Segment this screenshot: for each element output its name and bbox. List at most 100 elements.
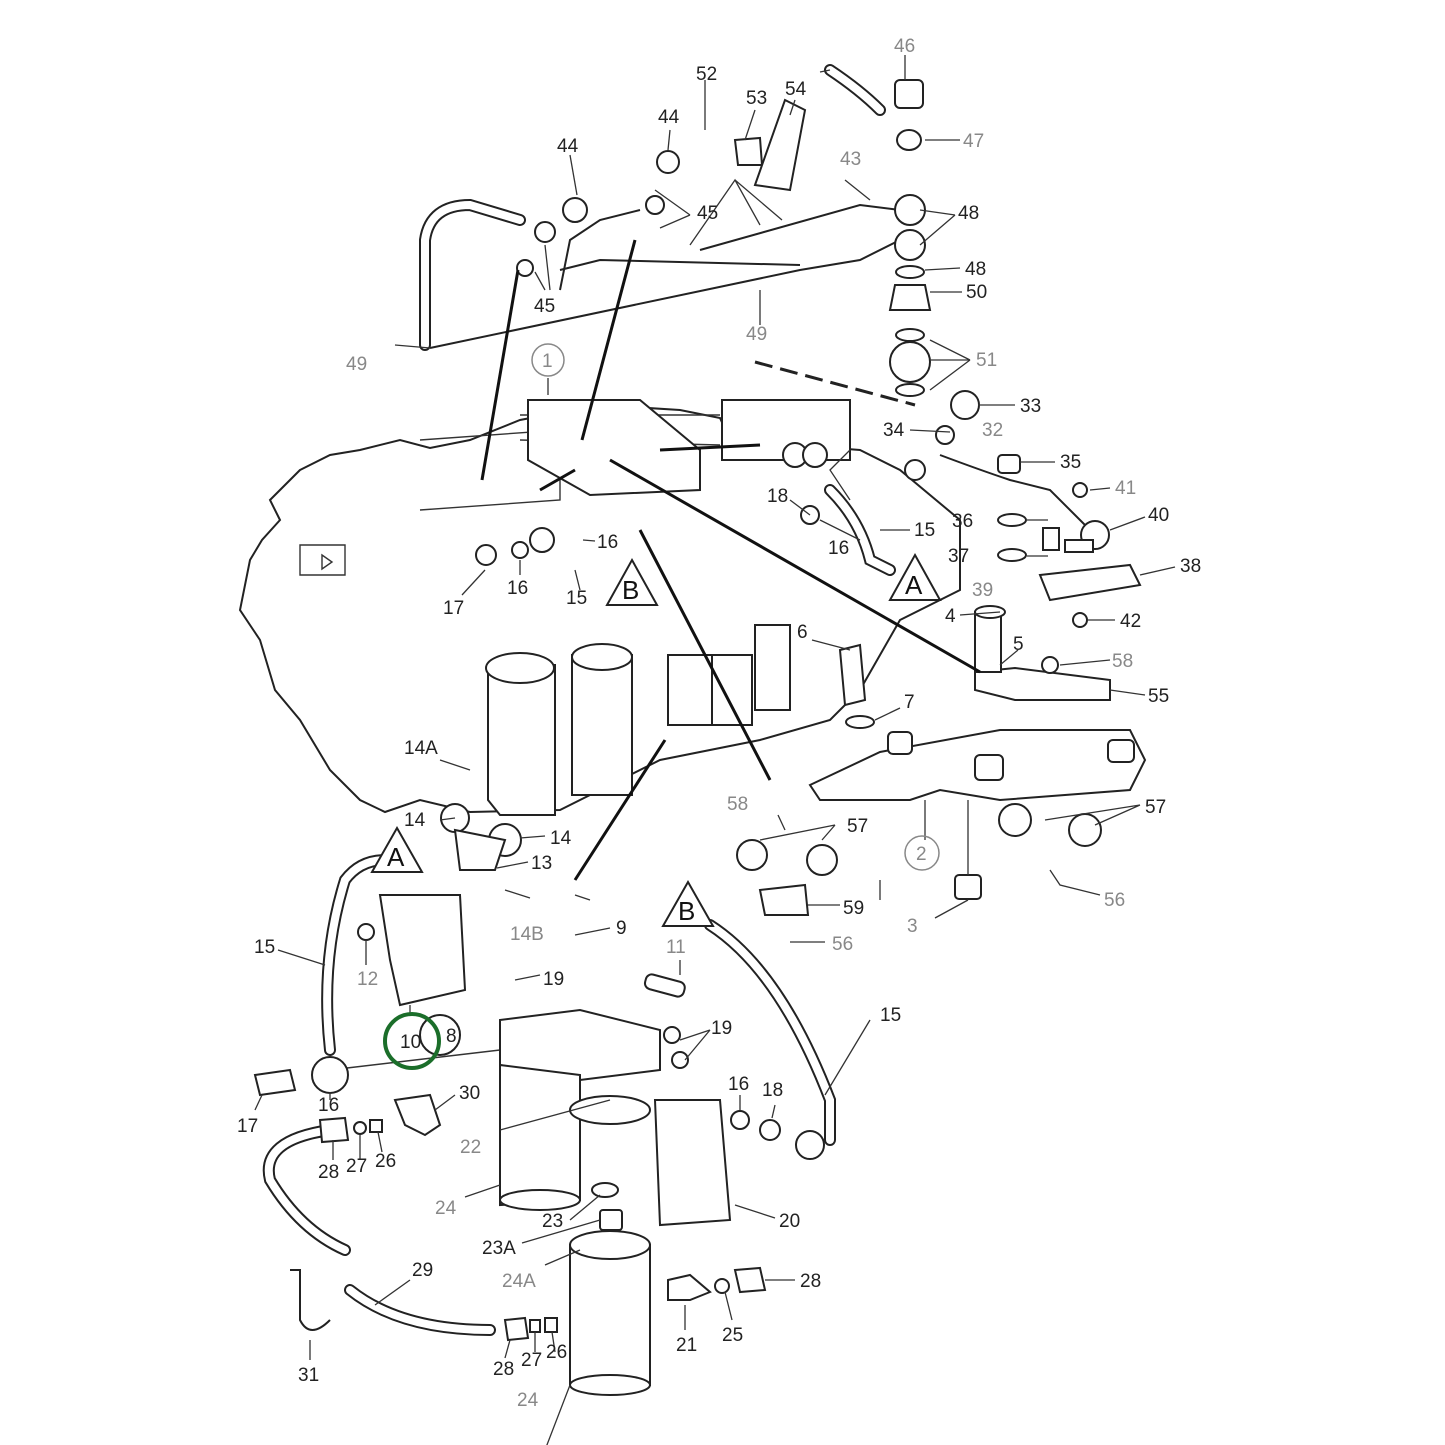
callout-16-lower: 16 (318, 1095, 339, 1116)
detail-marker-A-bottom: A (370, 825, 424, 873)
callout-54: 54 (785, 79, 807, 100)
part-24-upper-filter (499, 1063, 581, 1207)
part-28-nut (733, 1266, 767, 1294)
callout-24-upper: 24 (435, 1198, 457, 1219)
callout-32: 32 (982, 420, 1003, 441)
callout-46: 46 (894, 36, 915, 57)
callout-2: 2 (916, 844, 927, 865)
secondary-filter-assembly (253, 894, 825, 1396)
callout-1: 1 (542, 351, 553, 372)
callout-35: 35 (1060, 452, 1081, 473)
callout-13: 13 (531, 853, 552, 874)
callout-48-lower: 48 (965, 259, 986, 280)
callout-19-upper: 19 (543, 969, 564, 990)
callout-51: 51 (976, 350, 997, 371)
callout-6: 6 (797, 622, 808, 643)
part-4-bolt (974, 611, 1002, 673)
callout-42: 42 (1120, 611, 1141, 632)
callout-49-right: 49 (746, 324, 767, 345)
callout-31: 31 (298, 1365, 319, 1386)
callout-24A: 24A (502, 1271, 536, 1292)
callout-55: 55 (1148, 686, 1169, 707)
callout-15-left: 15 (254, 937, 275, 958)
callout-22: 22 (460, 1137, 481, 1158)
svg-text:A: A (905, 570, 923, 600)
part-22-seal (569, 1095, 651, 1125)
callout-23: 23 (542, 1211, 563, 1232)
callout-28-left: 28 (318, 1162, 339, 1183)
callout-30: 30 (459, 1083, 480, 1104)
callout-44-upper: 44 (658, 107, 680, 128)
callout-45-right: 45 (697, 203, 718, 224)
clamp-assemblies (440, 520, 1142, 916)
callout-14A: 14A (404, 738, 438, 759)
callout-28-right: 28 (800, 1271, 821, 1292)
part-10-bracket (378, 894, 467, 1007)
engine-block-outline (238, 399, 961, 816)
part-20-element (653, 1099, 732, 1227)
callout-14-right: 14 (550, 828, 572, 849)
callout-41: 41 (1115, 478, 1136, 499)
callout-19-right: 19 (711, 1018, 732, 1039)
callout-15-right: 15 (880, 1005, 901, 1026)
callout-26-lower: 26 (546, 1342, 567, 1363)
callout-15-upper-right: 15 (914, 520, 935, 541)
part-38-strap (1038, 563, 1142, 602)
callout-5: 5 (1013, 634, 1024, 655)
svg-text:B: B (622, 575, 639, 605)
callout-9: 9 (616, 918, 627, 939)
svg-text:A: A (387, 842, 405, 872)
part-24-lower-filter (569, 1244, 651, 1386)
callout-26-upper: 26 (375, 1151, 396, 1172)
callout-44-left: 44 (557, 136, 579, 157)
callout-7: 7 (904, 692, 915, 713)
callout-57-mid: 57 (847, 816, 868, 837)
callout-27-lower: 27 (521, 1350, 542, 1371)
detail-marker-A-top: A (888, 552, 942, 601)
callout-3: 3 (907, 916, 918, 937)
callout-57-right: 57 (1145, 797, 1166, 818)
callout-4: 4 (945, 606, 956, 627)
detail-marker-B-top: B (605, 557, 659, 606)
callout-labels: 46 52 53 54 44 44 47 43 45 48 48 50 45 4… (237, 36, 1201, 1411)
callout-24-lower: 24 (517, 1390, 539, 1411)
callout-59: 59 (843, 898, 864, 919)
callout-45-left: 45 (534, 296, 555, 317)
connection-arrows (480, 239, 981, 881)
upper-fittings (475, 79, 1088, 729)
engine-mount-bracket (808, 605, 1147, 900)
callout-40: 40 (1148, 505, 1169, 526)
dashed-guide-line (754, 360, 916, 407)
callout-25: 25 (722, 1325, 743, 1346)
callout-21: 21 (676, 1335, 697, 1356)
callout-17-upper: 17 (443, 598, 464, 619)
part-55-plate (974, 666, 1111, 701)
highlighted-callout-ring (383, 1012, 441, 1070)
callout-49-left: 49 (346, 354, 367, 375)
callout-43: 43 (840, 149, 861, 170)
part-24A-seal (569, 1230, 651, 1260)
callout-50: 50 (966, 282, 987, 303)
callout-52: 52 (696, 64, 717, 85)
callout-56-mid: 56 (832, 934, 853, 955)
leader-lines (254, 55, 1176, 1445)
fuel-lines (262, 64, 1091, 1336)
part-6-bolt (838, 643, 867, 707)
part-3-spacer (954, 874, 982, 900)
svg-text:B: B (678, 896, 695, 926)
callout-56-right: 56 (1104, 890, 1125, 911)
detail-marker-B-bottom: B (661, 879, 715, 927)
callout-8: 8 (446, 1026, 457, 1047)
callout-53: 53 (746, 88, 767, 109)
callout-23A: 23A (482, 1238, 516, 1259)
part-30-elbow (393, 1093, 442, 1137)
callout-16-mid: 16 (828, 538, 849, 559)
callout-16-left: 16 (507, 578, 528, 599)
callout-16-upper: 16 (597, 532, 618, 553)
callout-37: 37 (948, 546, 969, 567)
callout-48-upper: 48 (958, 203, 979, 224)
callout-18-lower: 18 (762, 1080, 783, 1101)
callout-33: 33 (1020, 396, 1041, 417)
callout-12: 12 (357, 969, 378, 990)
